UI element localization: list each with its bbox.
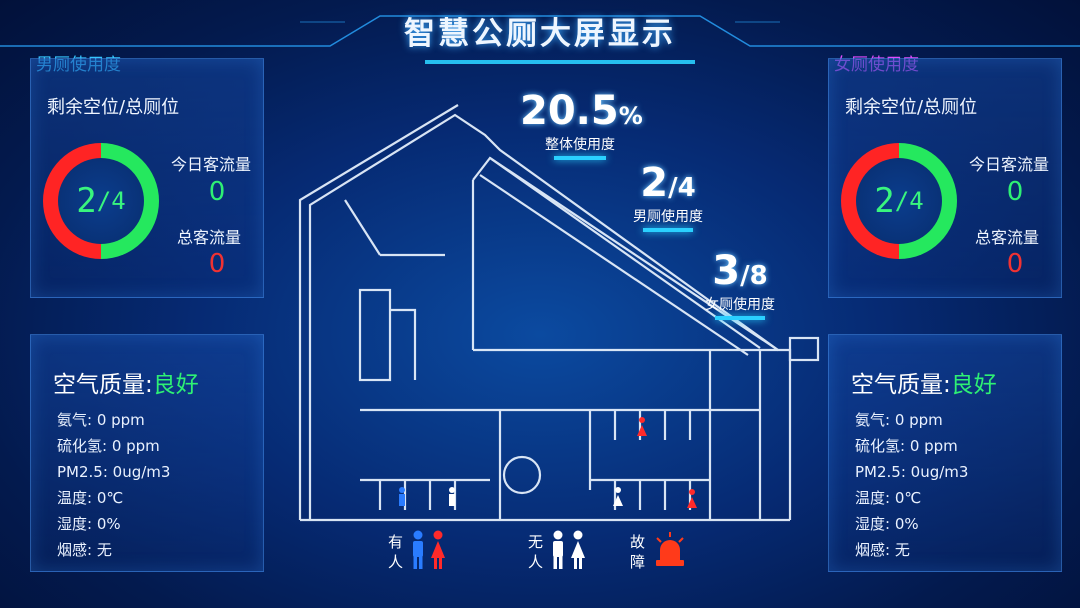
stall-female-vacant-icon [613, 487, 623, 506]
male-vacancy-ring-center: 2/4 [58, 158, 144, 244]
female-vacancy-value: 2 [874, 181, 895, 221]
male-today-value: 0 [208, 177, 226, 207]
male-vacancy-total: 4 [111, 187, 126, 215]
male-total-label: 总客流量 [177, 228, 242, 247]
female-usage-panel: 剩余空位/总厕位 2/4 今日客流量 0 总客流量 0 [828, 58, 1062, 298]
legend-fault-text-2: 障 [630, 553, 646, 571]
male-air-smoke: 烟感: 无 [57, 541, 112, 559]
male-usage-stat: 2/4 男厕使用度 [616, 160, 720, 232]
alarm-light-icon [656, 532, 684, 566]
male-usage-label: 男厕使用度 [633, 209, 703, 225]
overall-usage-stat: 20.5% 整体使用度 [520, 88, 643, 160]
legend-vacant-text-2: 人 [528, 553, 544, 571]
male-usage-bar [643, 228, 693, 232]
male-air-title-text: 空气质量: [53, 372, 153, 398]
female-vacancy-sep: / [894, 187, 910, 215]
legend-vacant-text-1: 无 [528, 533, 544, 551]
overall-usage-bar [554, 156, 606, 160]
female-air-panel: 空气质量:良好 氨气: 0 ppm 硫化氢: 0 ppm PM2.5: 0ug/… [828, 334, 1062, 572]
female-air-temperature: 温度: 0℃ [855, 489, 922, 507]
female-total-label: 总客流量 [975, 228, 1040, 247]
male-air-pm25: PM2.5: 0ug/m3 [57, 463, 171, 481]
male-air-status: 良好 [152, 372, 199, 398]
male-air-title: 空气质量:良好 [53, 365, 199, 399]
male-usage-panel: 剩余空位/总厕位 2/4 今日客流量 0 总客流量 0 [30, 58, 264, 298]
male-air-ammonia: 氨气: 0 ppm [57, 411, 145, 429]
female-person-icon [431, 530, 445, 569]
page-title: 智慧公厕大屏显示 [404, 16, 676, 52]
female-usage-total: 8 [749, 261, 768, 291]
male-air-temperature: 温度: 0℃ [57, 489, 124, 507]
male-air-humidity: 湿度: 0% [57, 515, 121, 533]
male-person-icon [413, 530, 423, 569]
female-air-humidity: 湿度: 0% [855, 515, 919, 533]
female-today-value: 0 [1006, 177, 1024, 207]
female-air-pm25: PM2.5: 0ug/m3 [855, 463, 969, 481]
male-vacancy-value: 2 [76, 181, 97, 221]
overall-usage-value: 20.5 [520, 88, 619, 134]
female-person-icon [571, 530, 585, 569]
floor-plan [298, 104, 820, 522]
legend-fault-text-1: 故 [630, 533, 646, 551]
male-today-label: 今日客流量 [171, 155, 252, 174]
male-total-value: 0 [208, 249, 226, 279]
male-usage-total: 4 [677, 173, 696, 203]
male-person-icon [553, 530, 563, 569]
female-vacancy-ring: 2/4 [841, 143, 957, 259]
legend-fault: 故 障 [630, 532, 645, 572]
male-usage-value: 2 [640, 160, 669, 206]
female-air-title-text: 空气质量: [851, 372, 951, 398]
female-usage-stat: 3/8 女厕使用度 [688, 248, 792, 320]
female-usage-label: 女厕使用度 [705, 297, 775, 313]
male-usage-sep: / [668, 173, 678, 203]
female-usage-sep: / [740, 261, 750, 291]
male-air-h2s: 硫化氢: 0 ppm [57, 437, 160, 455]
overall-usage-label: 整体使用度 [545, 137, 615, 153]
female-usage-bar [715, 316, 765, 320]
female-air-title: 空气质量:良好 [851, 365, 997, 399]
female-usage-value: 3 [712, 248, 741, 294]
female-total-value: 0 [1006, 249, 1024, 279]
female-air-status: 良好 [950, 372, 997, 398]
legend-occupied-text-1: 有 [388, 533, 404, 551]
female-today-label: 今日客流量 [969, 155, 1050, 174]
legend-vacant: 无 人 [528, 532, 543, 572]
stall-female-occupied-icon-2 [687, 489, 697, 508]
stall-male-occupied-icon [399, 487, 405, 506]
male-air-panel: 空气质量:良好 氨气: 0 ppm 硫化氢: 0 ppm PM2.5: 0ug/… [30, 334, 264, 572]
legend-occupied-text-2: 人 [388, 553, 404, 571]
male-vacancy-sep: / [96, 187, 112, 215]
female-air-ammonia: 氨气: 0 ppm [855, 411, 943, 429]
header-frame [0, 15, 1080, 64]
female-vacancy-total: 4 [909, 187, 924, 215]
stall-male-vacant-icon [449, 487, 455, 506]
female-vacancy-ring-center: 2/4 [856, 158, 942, 244]
female-vacancy-label: 剩余空位/总厕位 [845, 97, 978, 118]
stall-female-occupied-icon [637, 417, 647, 436]
overall-usage-unit: % [618, 102, 643, 130]
male-vacancy-label: 剩余空位/总厕位 [47, 97, 180, 118]
female-air-smoke: 烟感: 无 [855, 541, 910, 559]
female-air-h2s: 硫化氢: 0 ppm [855, 437, 958, 455]
legend-occupied: 有 人 [388, 532, 403, 572]
male-vacancy-ring: 2/4 [43, 143, 159, 259]
